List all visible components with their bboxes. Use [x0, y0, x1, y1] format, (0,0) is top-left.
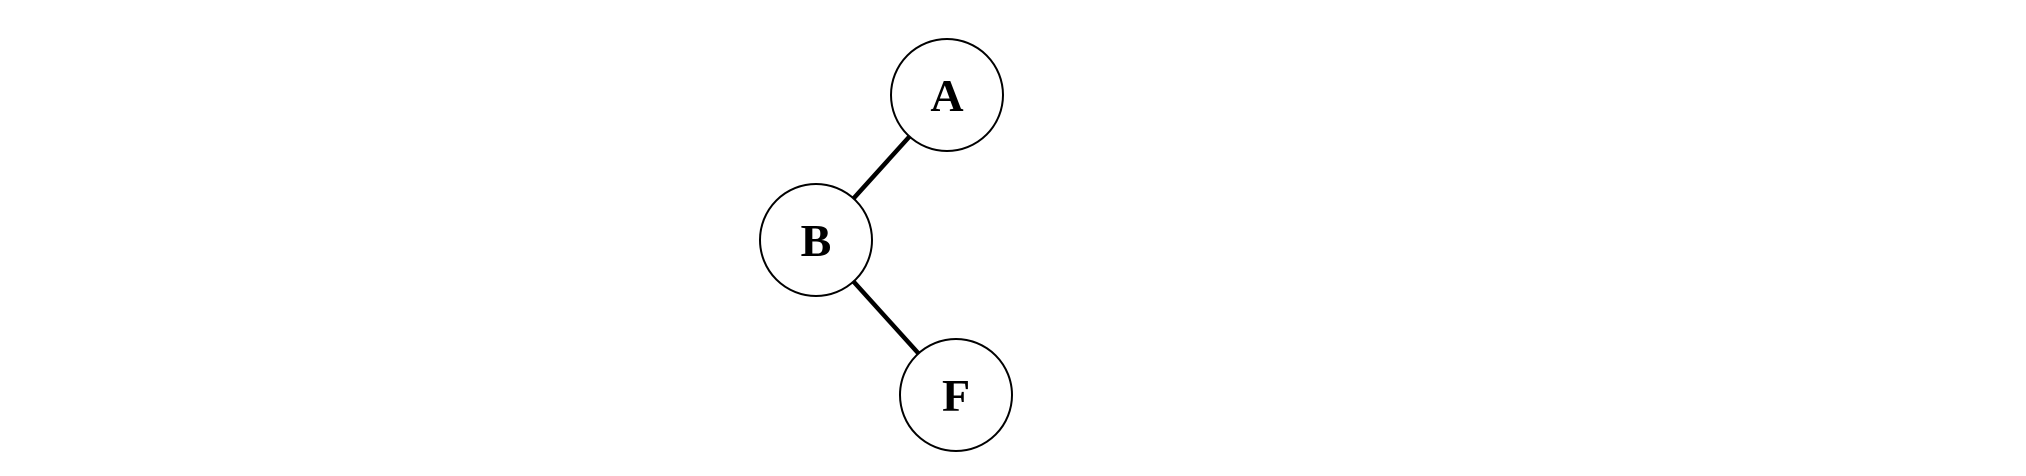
node-F: F [899, 338, 1013, 452]
node-label-A: A [930, 70, 963, 121]
node-circle-A [890, 38, 1004, 152]
node-B: B [759, 183, 873, 297]
node-A: A [890, 38, 1004, 152]
node-circle-F [899, 338, 1013, 452]
node-label-B: B [801, 215, 832, 266]
node-label-F: F [942, 370, 970, 421]
node-circle-B [759, 183, 873, 297]
